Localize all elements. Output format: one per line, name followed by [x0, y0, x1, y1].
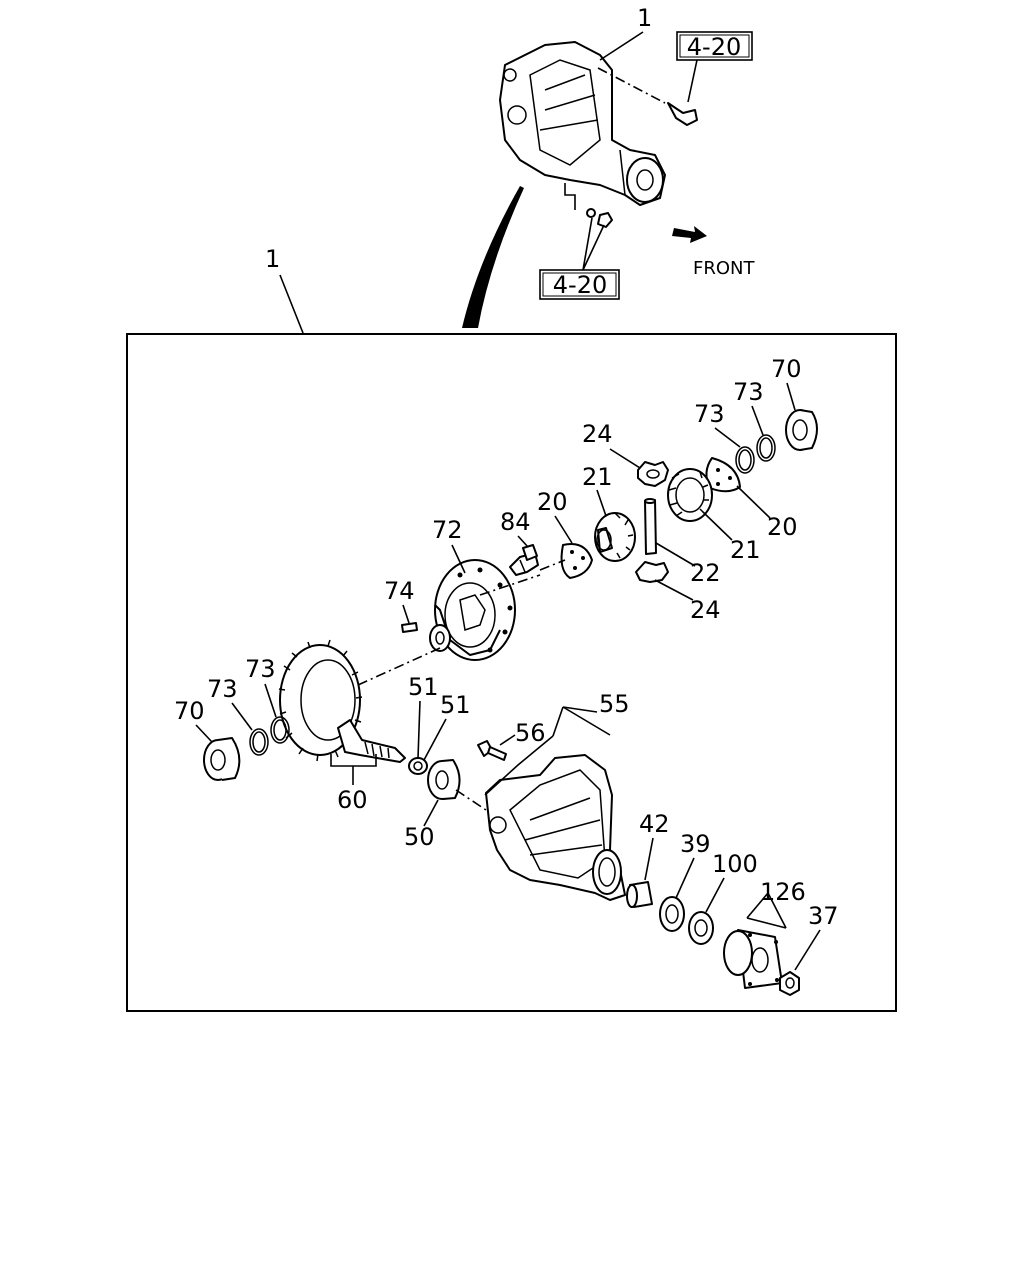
- callout-51-a: 51: [408, 673, 439, 701]
- callout-74: 74: [384, 577, 415, 605]
- pinion-shaft-icon: [644, 498, 657, 555]
- collapsible-spacer-icon: [626, 881, 653, 908]
- front-label: FRONT: [693, 258, 755, 279]
- bolt-icon: [597, 67, 698, 126]
- callout-72: 72: [432, 516, 463, 544]
- spacer-51-icon: [408, 757, 428, 775]
- pinion-gear-top-icon: [637, 461, 669, 487]
- callout-73-left-b: 73: [245, 655, 276, 683]
- thrust-washer-right-icon: [705, 457, 741, 493]
- companion-flange-icon: [723, 929, 783, 989]
- callout-50: 50: [404, 823, 435, 851]
- side-gear-left-icon: [594, 512, 636, 562]
- bearing-right-icon: [785, 409, 818, 451]
- callout-60: 60: [337, 786, 368, 814]
- callout-21-right: 21: [730, 536, 761, 564]
- callout-24-top: 24: [582, 420, 613, 448]
- oil-seal-icon: [688, 911, 714, 945]
- carrier-housing-icon: [485, 754, 626, 901]
- bolt-84-icon: [509, 544, 539, 576]
- callout-73-left-a: 73: [207, 675, 238, 703]
- callout-70-left: 70: [174, 697, 205, 725]
- callout-20-right: 20: [767, 513, 798, 541]
- differential-case-icon: [429, 559, 516, 661]
- callout-39: 39: [680, 830, 711, 858]
- callout-51-b: 51: [440, 691, 471, 719]
- callout-70-right: 70: [771, 355, 802, 383]
- callout-126: 126: [760, 878, 806, 906]
- shim-ring-right-a-icon: [735, 446, 755, 474]
- differential-assembly-top: [499, 41, 666, 206]
- callout-42: 42: [639, 810, 670, 838]
- callout-1-top: 1: [637, 4, 652, 32]
- shim-ring-left-a-icon: [249, 728, 269, 756]
- reference-label-bottom: 4-20: [553, 271, 607, 299]
- bolt-56-icon: [477, 740, 507, 761]
- callout-100: 100: [712, 850, 758, 878]
- reference-label-top: 4-20: [687, 33, 741, 61]
- callout-1-main: 1: [265, 245, 280, 273]
- pinion-gear-bottom-icon: [635, 561, 669, 583]
- exploded-view-frame: [126, 333, 897, 1012]
- curved-pointer: [462, 186, 524, 328]
- bearing-left-icon: [203, 737, 241, 781]
- callout-21-left: 21: [582, 463, 613, 491]
- lock-pin-icon: [401, 622, 418, 633]
- reference-box-top: 4-20: [676, 31, 753, 61]
- callout-73-right-a: 73: [694, 400, 725, 428]
- callout-22: 22: [690, 559, 721, 587]
- side-gear-right-icon: [667, 468, 713, 522]
- front-arrow-icon: [672, 226, 707, 243]
- callout-24-bottom: 24: [690, 596, 721, 624]
- pinion-bearing-icon: [427, 759, 461, 800]
- thrust-washer-left-icon: [560, 543, 593, 579]
- flange-nut-icon: [779, 971, 800, 996]
- callout-37: 37: [808, 902, 839, 930]
- nut-icon: [564, 183, 613, 228]
- drive-pinion-icon: [337, 719, 406, 763]
- shim-ring-left-b-icon: [270, 716, 290, 744]
- callout-56: 56: [515, 719, 546, 747]
- callout-20-left: 20: [537, 488, 568, 516]
- shim-ring-right-b-icon: [756, 434, 776, 462]
- callout-73-right-b: 73: [733, 378, 764, 406]
- callout-55: 55: [599, 690, 630, 718]
- front-bearing-icon: [659, 896, 685, 932]
- reference-box-bottom: 4-20: [539, 269, 620, 300]
- callout-84: 84: [500, 508, 531, 536]
